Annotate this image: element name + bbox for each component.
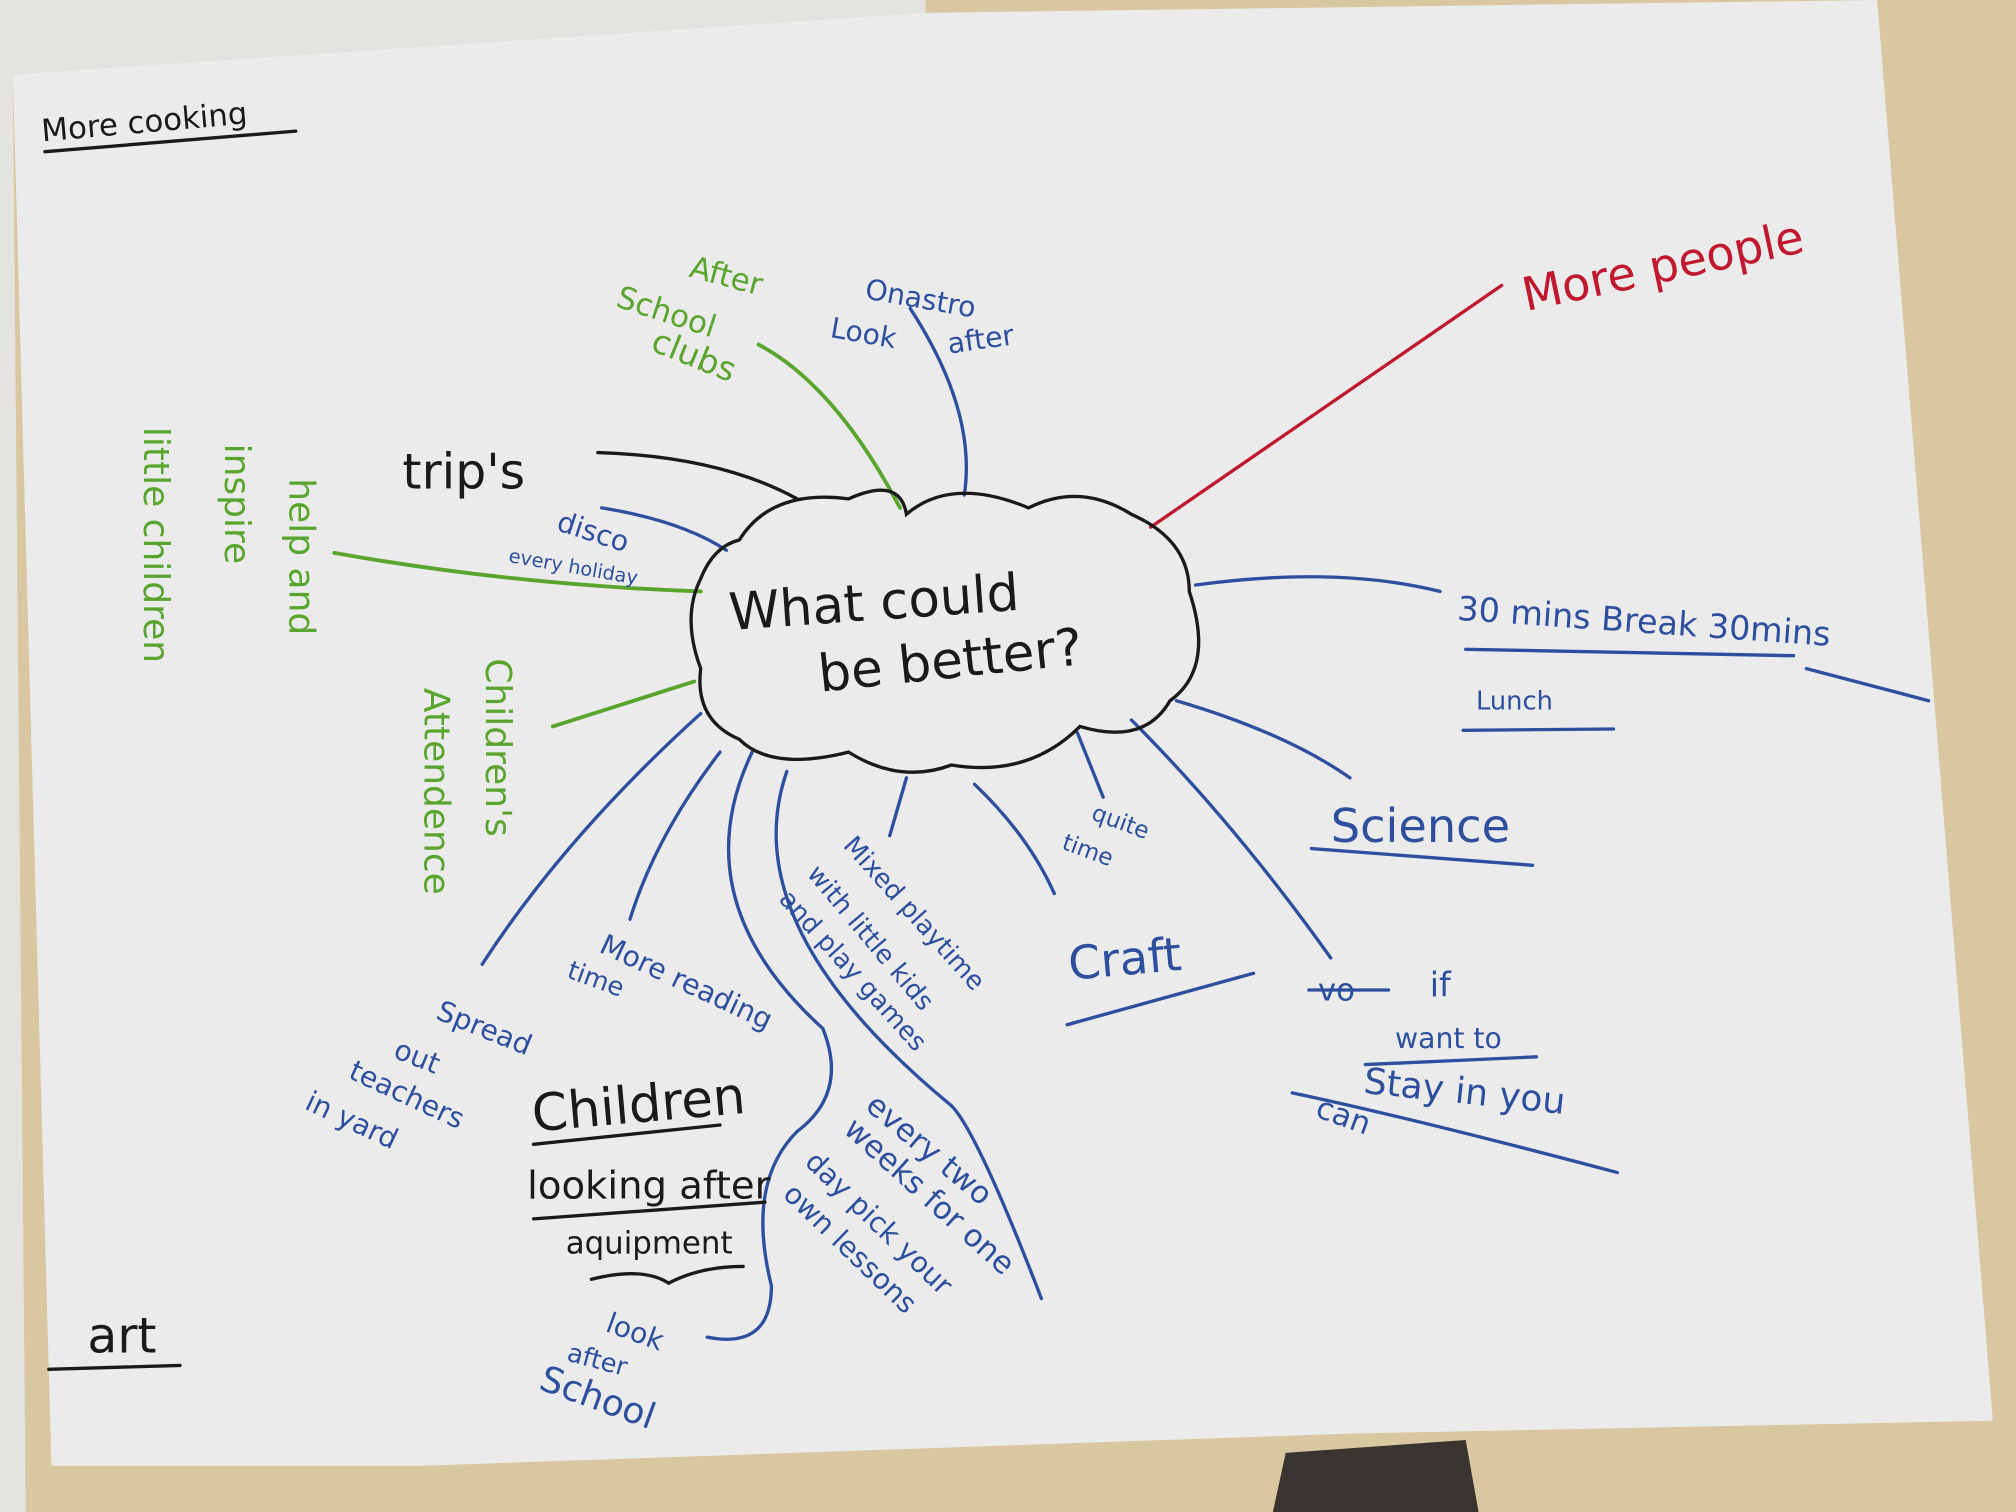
label-want-to: want to <box>1395 1022 1502 1055</box>
label-science: Science <box>1331 799 1510 853</box>
label-childrens: Children's <box>477 658 518 836</box>
note-art: art <box>87 1308 156 1365</box>
label-inspire: inspire <box>216 444 257 565</box>
label-attendence: Attendence <box>415 688 456 895</box>
label-lunch: Lunch <box>1476 687 1553 717</box>
label-aquipment: aquipment <box>566 1226 733 1262</box>
connectors <box>43 129 1931 1371</box>
label-help-and: help and <box>280 478 321 635</box>
fabric <box>1272 1440 1479 1512</box>
label-if: if <box>1430 965 1452 1004</box>
label-trips: trip's <box>402 444 525 501</box>
center-cloud <box>689 488 1201 774</box>
paper-sheet <box>12 0 1993 1466</box>
label-looking-after: looking after <box>527 1163 770 1208</box>
label-little-children: little children <box>135 427 176 663</box>
label-craft: Craft <box>1066 927 1184 991</box>
label-vo-struck: vo <box>1318 972 1355 1008</box>
